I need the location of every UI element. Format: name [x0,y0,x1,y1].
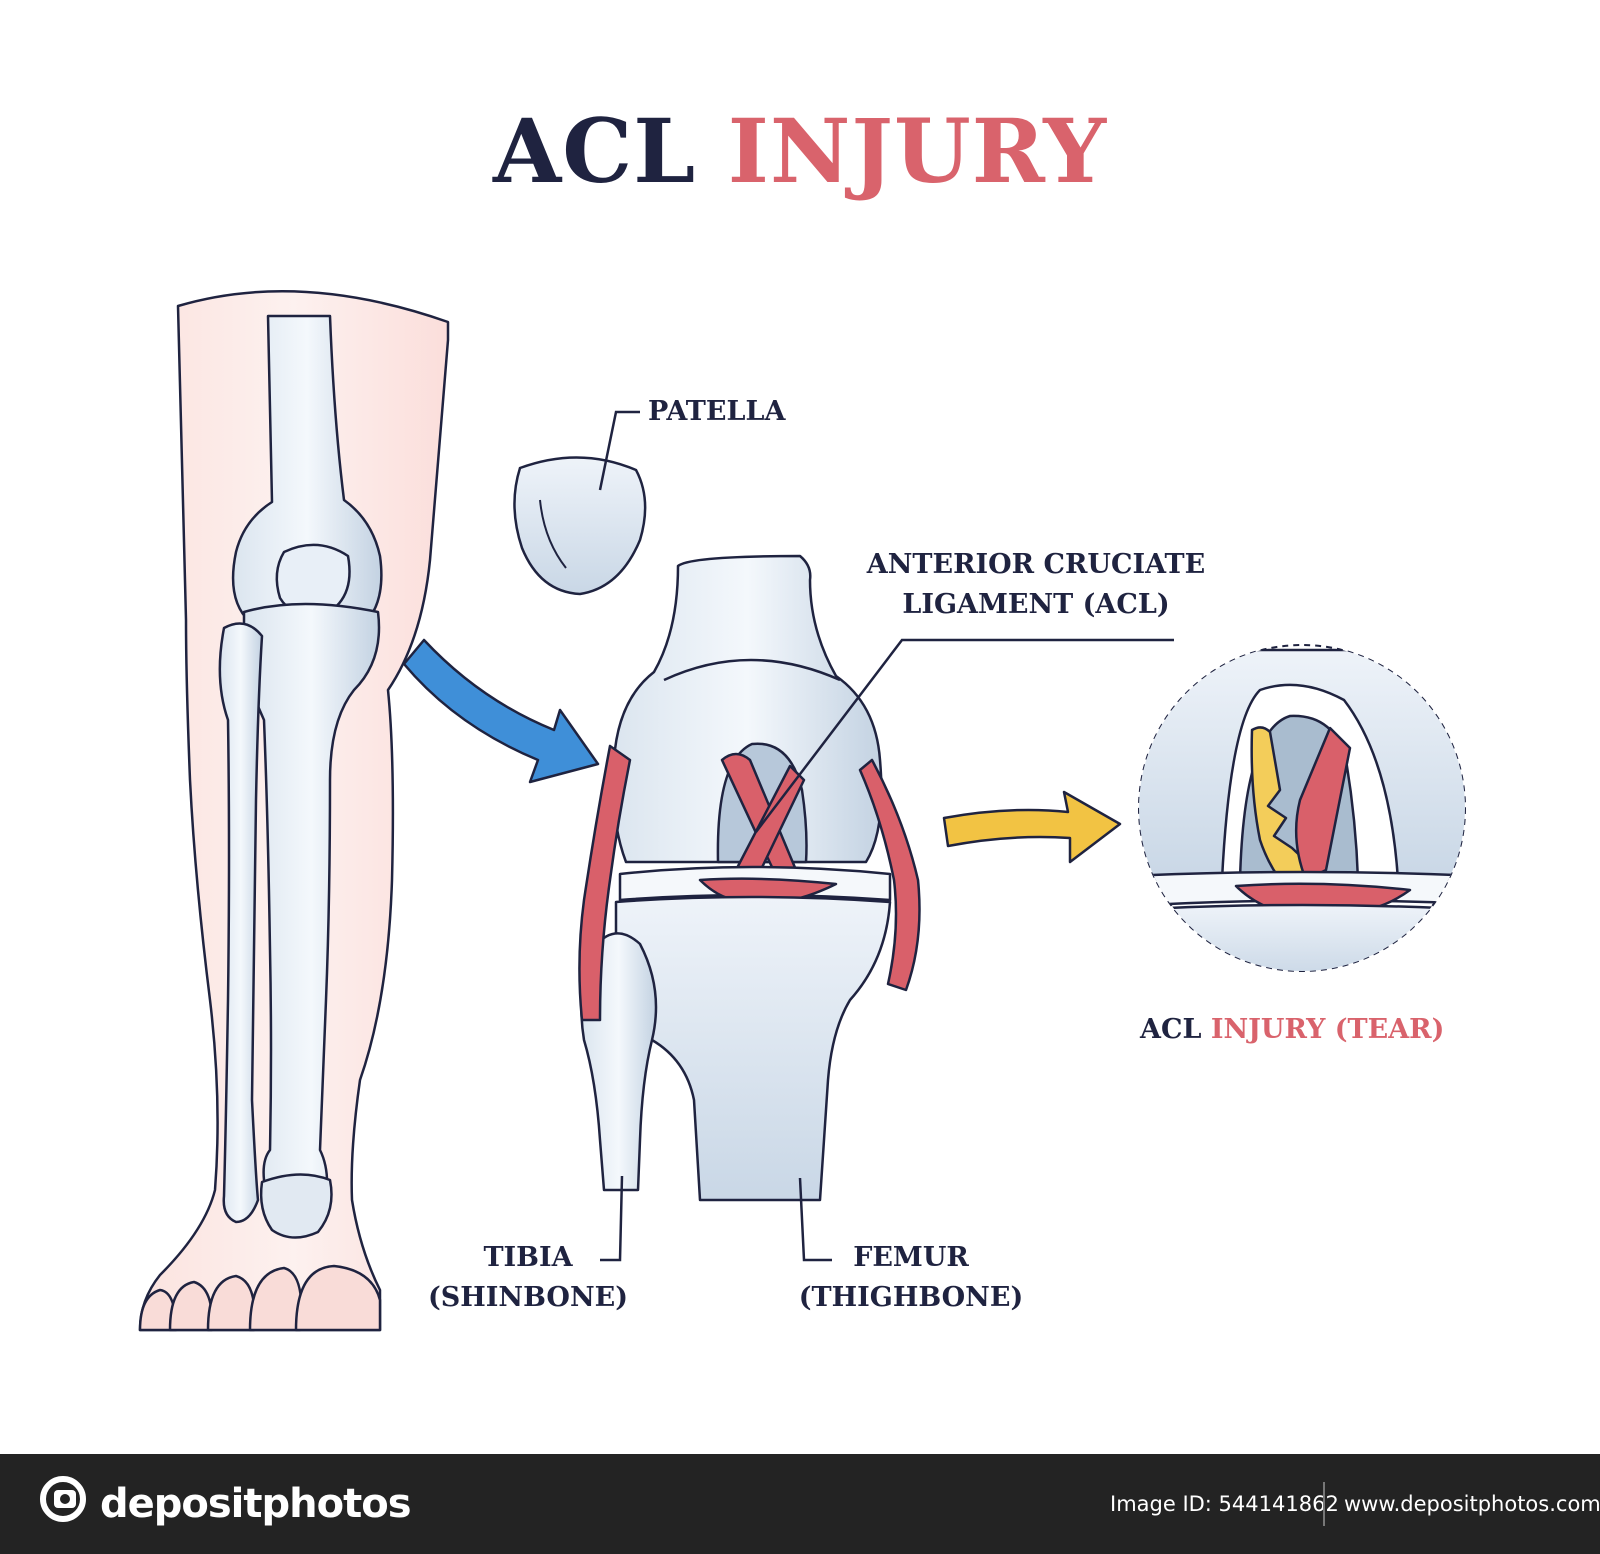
camera-logo-icon [40,1476,86,1522]
label-acl: ANTERIOR CRUCIATE LIGAMENT (ACL) [850,545,1222,625]
title-injury: INJURY [727,99,1108,203]
site-url: www.depositphotos.com [1344,1492,1600,1516]
leg-fibula [218,622,264,1224]
label-acl-line1: ANTERIOR CRUCIATE [866,549,1206,580]
label-tibia: TIBIA (SHINBONE) [424,1238,632,1318]
knee-femur [611,554,883,864]
femur-leader [798,1177,832,1262]
label-tibia-line1: TIBIA [483,1242,573,1273]
brand-name: depositphotos [100,1481,412,1527]
knee-joint [578,554,921,1202]
patella-highlight [539,499,567,569]
label-tear-injury: INJURY (TEAR) [1210,1014,1445,1045]
knee-mcl [858,758,921,992]
knee-tibia [614,895,892,1202]
leg-toes [138,1264,382,1332]
blue-arrow [402,638,600,784]
acl-ligament [720,752,798,882]
anatomy-illustration [138,290,1466,1332]
page-title: ACL INJURY [0,96,1600,206]
leg-illustration [138,290,450,1332]
yellow-arrow [942,790,1122,864]
footer-bar: depositphotos Image ID: 544141862 www.de… [0,1454,1600,1554]
patella-leader [598,410,640,491]
acl-leader [755,638,1174,833]
patella-bone [513,456,647,596]
label-acl-tear: ACL INJURY (TEAR) [1140,1010,1444,1050]
footer-separator [1323,1482,1325,1526]
label-tibia-line2: (SHINBONE) [428,1282,628,1313]
label-femur-line1: FEMUR [853,1242,969,1273]
zoom-tibia [1139,903,1465,971]
leg-ankle [259,1173,333,1239]
knee-lcl [578,744,632,1022]
title-acl: ACL [492,99,697,203]
label-tear-acl: ACL [1140,1014,1202,1045]
zoom-circle [1138,644,1466,972]
tibia-leader [600,1175,624,1262]
camera-lens-icon [60,1494,70,1504]
image-id: Image ID: 544141862 [1110,1492,1339,1516]
label-femur-line2: (THIGHBONE) [798,1282,1024,1313]
knee-femur-ridge [663,658,841,682]
label-acl-line2: LIGAMENT (ACL) [902,589,1170,620]
label-femur: FEMUR (THIGHBONE) [788,1238,1034,1318]
zoom-femur [1139,648,1465,882]
label-patella: PATELLA [648,396,786,427]
